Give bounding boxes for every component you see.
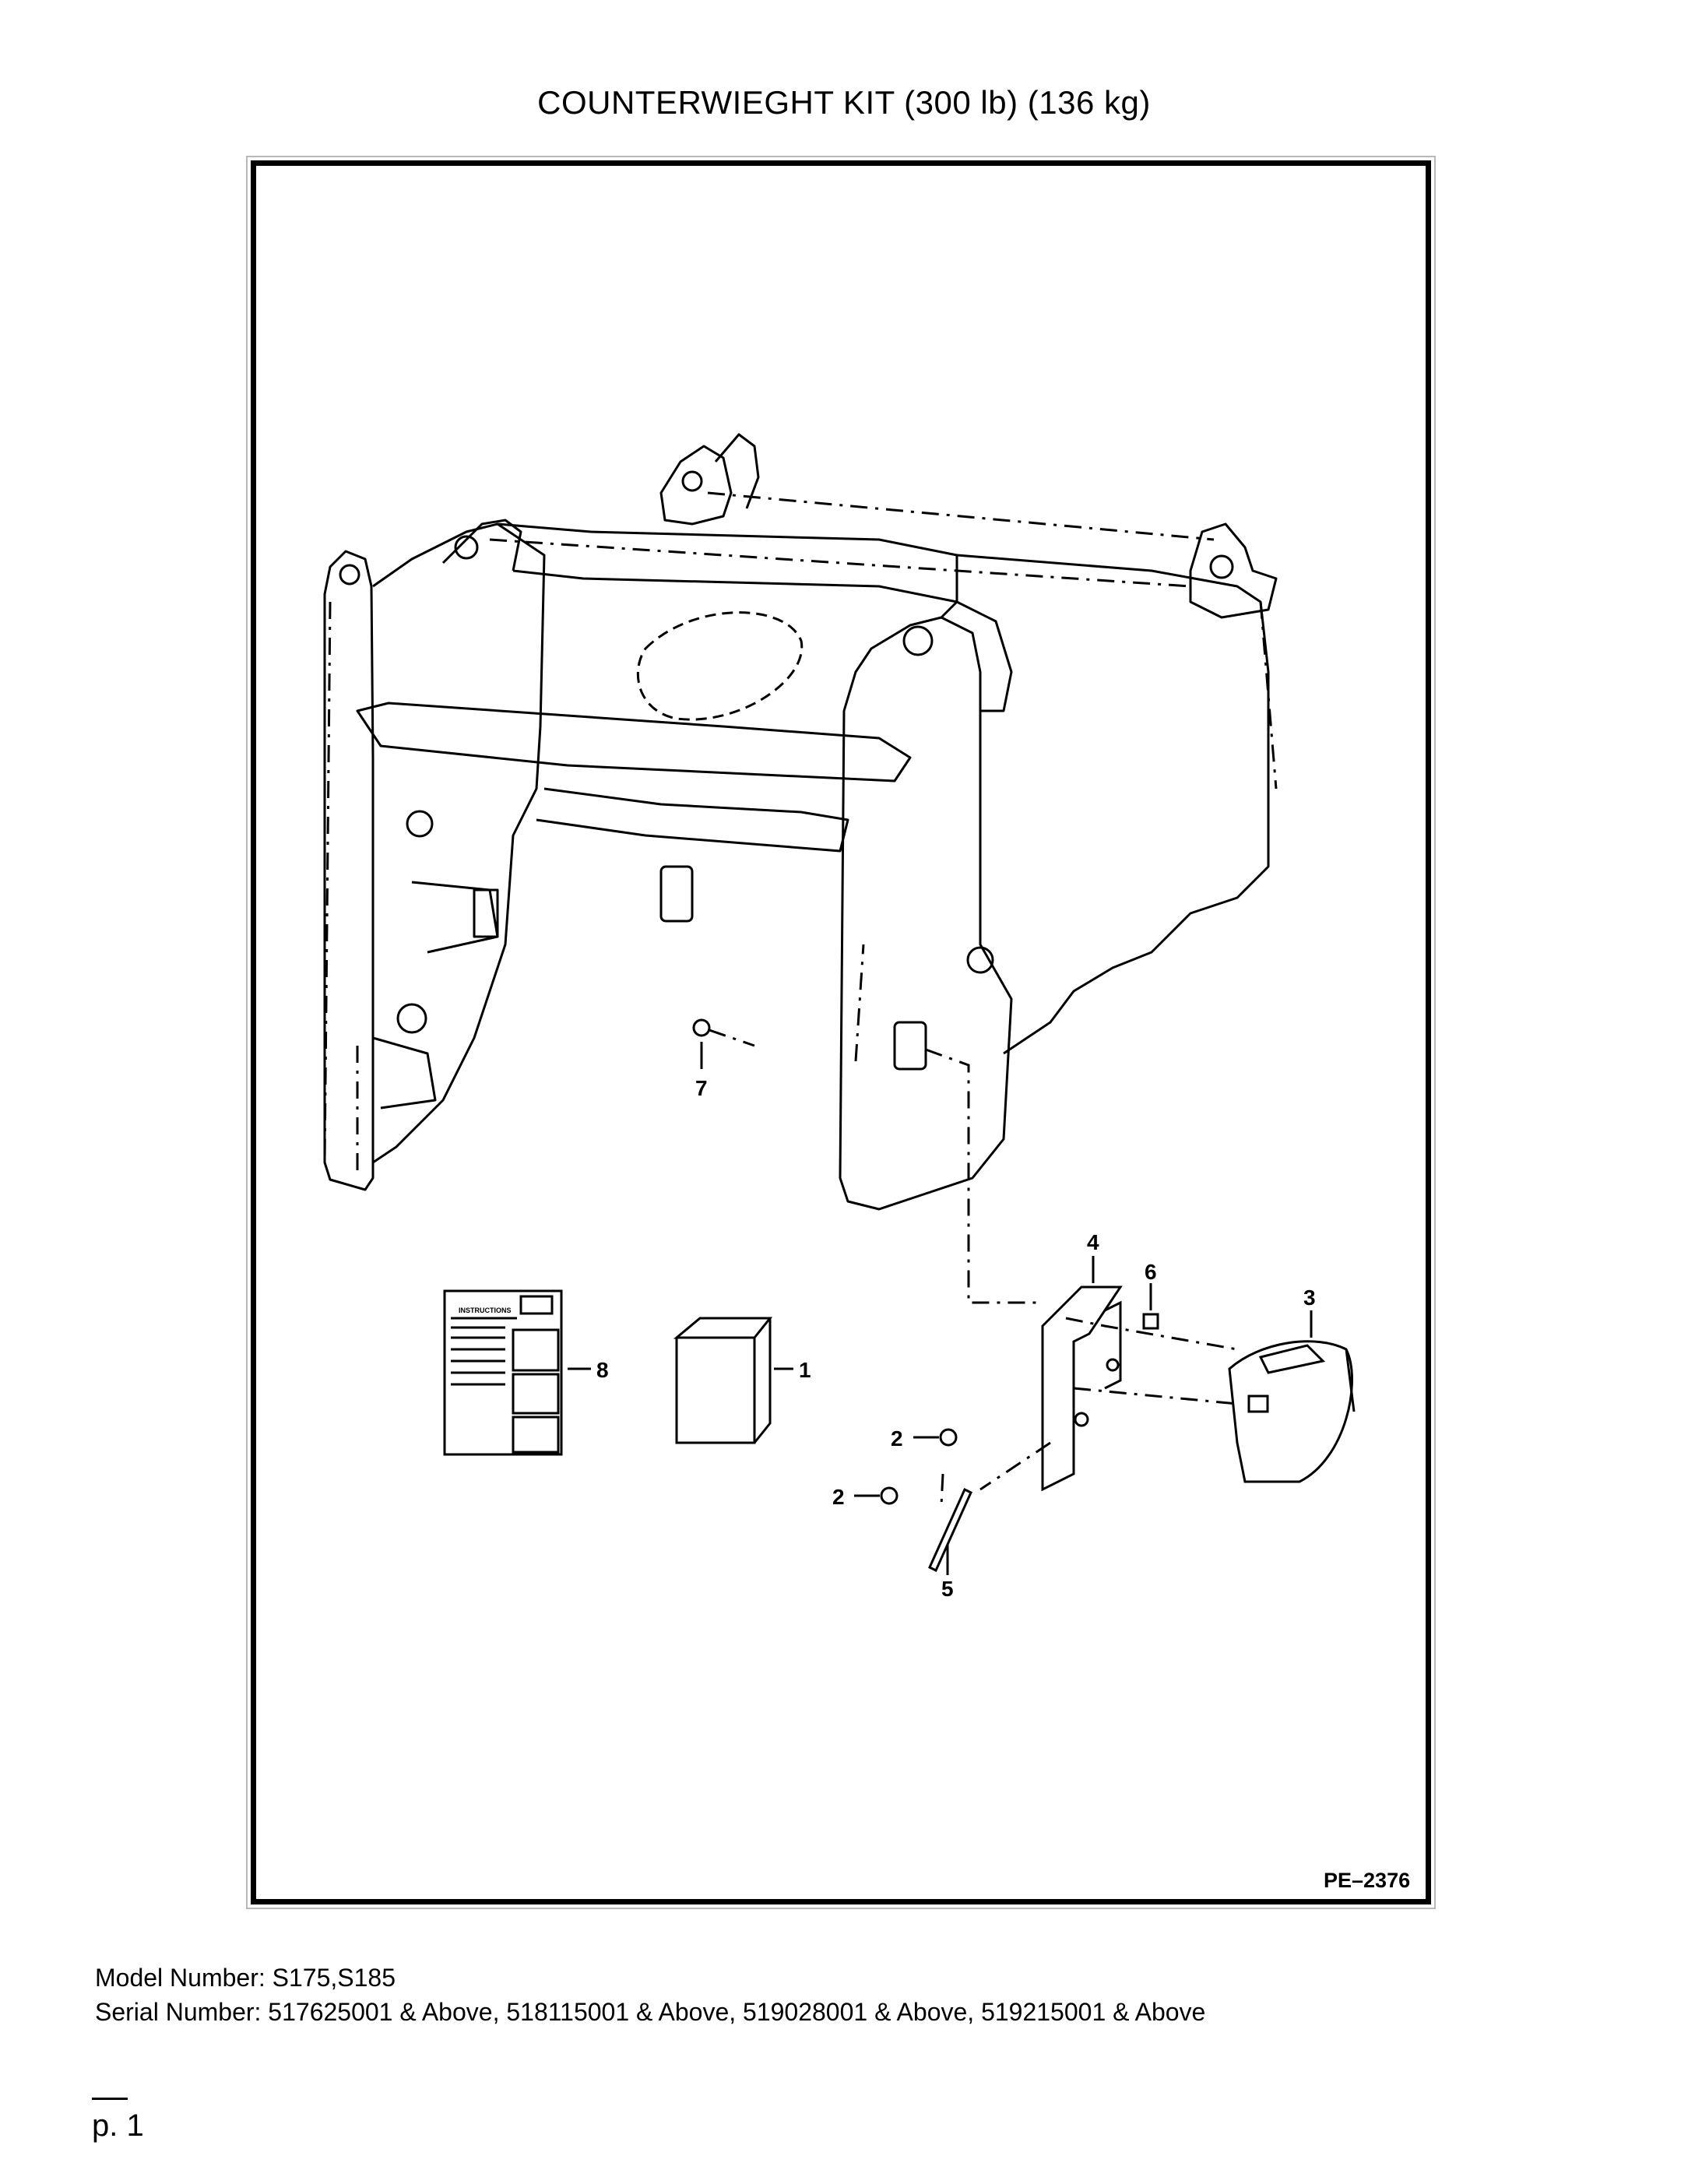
- frame-ellipse-cutout: [636, 611, 804, 721]
- callout-5: 5: [941, 1577, 954, 1601]
- figure-frame-outer: [246, 156, 1436, 1909]
- part-2-washer-top: [939, 1428, 958, 1447]
- part-2-washer-left: [880, 1486, 899, 1505]
- part-4-bracket: [1041, 1285, 1123, 1492]
- frame-left-upright: [323, 550, 375, 1191]
- frame-center-upright: [839, 616, 1013, 1211]
- serial-number: Serial Number: 517625001 & Above, 518115…: [95, 1998, 1206, 2026]
- page-number-rule: [92, 2098, 128, 2100]
- exploded-parts-drawing: INSTRUCTIONS 1 2 2: [323, 433, 1356, 1601]
- part-3-counterweight: [1228, 1340, 1353, 1483]
- frame-center-upright-side: [940, 600, 1013, 712]
- callout-2-left: 2: [832, 1485, 845, 1509]
- decal-heading-text: INSTRUCTIONS: [459, 1307, 512, 1314]
- model-number: Model Number: S175,S185: [95, 1964, 396, 1992]
- part-5-rod: [928, 1487, 972, 1573]
- callout-6: 6: [1145, 1260, 1157, 1284]
- frame-rear-tower: [659, 445, 733, 526]
- callout-2-top: 2: [891, 1426, 903, 1451]
- frame-right-tower: [1189, 522, 1278, 619]
- callout-4: 4: [1087, 1230, 1099, 1254]
- part-6-bolt: [1142, 1313, 1159, 1330]
- figure-frame: [251, 160, 1431, 1904]
- part-8-instruction-decal: [443, 1289, 563, 1456]
- part-1-box: [673, 1317, 773, 1339]
- frame-front-beam: [356, 702, 912, 783]
- part-7-nut: [692, 1018, 711, 1037]
- drawing-code: PE–2376: [1324, 1869, 1411, 1892]
- frame-lower-crossmember: [536, 787, 849, 853]
- callout-1: 1: [799, 1358, 811, 1382]
- callout-7: 7: [695, 1076, 708, 1100]
- frame-right-rear: [956, 554, 1270, 1055]
- callout-3: 3: [1303, 1285, 1316, 1310]
- page-title: COUNTERWIEGHT KIT (300 lb) (136 kg): [537, 84, 1151, 121]
- callout-8: 8: [596, 1358, 609, 1382]
- page-number: p. 1: [92, 2108, 144, 2143]
- frame-top-crossmember: [497, 522, 958, 603]
- frame-left-side-panel: [372, 522, 546, 1164]
